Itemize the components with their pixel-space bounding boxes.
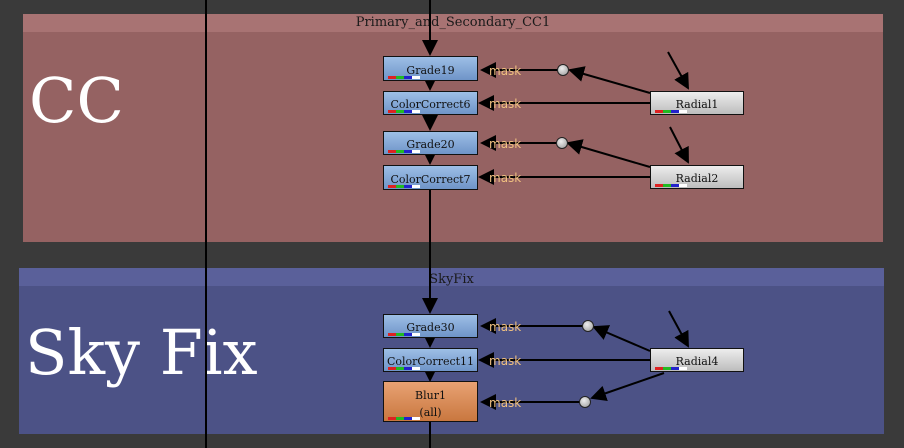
node-label: ColorCorrect6 (390, 98, 471, 111)
node-grade19[interactable]: Grade19 (383, 56, 478, 81)
mask-label: mask (489, 320, 522, 334)
backdrop-cc-big-label: CC (29, 64, 124, 137)
node-sublabel: (all) (419, 406, 442, 419)
backdrop-cc[interactable]: Primary_and_Secondary_CC1 CC (23, 14, 883, 242)
node-label: ColorCorrect11 (386, 355, 475, 368)
node-colorcorrect11[interactable]: ColorCorrect11 (383, 348, 478, 372)
mask-label: mask (489, 171, 522, 185)
mask-label: mask (489, 97, 522, 111)
elbow-dot[interactable] (582, 320, 594, 332)
backdrop-cc-header (23, 14, 883, 32)
backdrop-skyfix-big-label: Sky Fix (25, 316, 258, 389)
node-radial1[interactable]: Radial1 (650, 91, 744, 115)
mask-label: mask (489, 396, 522, 410)
node-label: Grade30 (406, 321, 455, 334)
node-label: Blur1 (415, 389, 446, 402)
backdrop-skyfix-header (19, 268, 884, 286)
node-grade20[interactable]: Grade20 (383, 131, 478, 155)
mask-label: mask (489, 137, 522, 151)
node-label: Radial1 (675, 98, 719, 111)
node-colorcorrect6[interactable]: ColorCorrect6 (383, 91, 478, 115)
node-blur1[interactable]: Blur1 (all) (383, 381, 478, 422)
node-colorcorrect7[interactable]: ColorCorrect7 (383, 165, 478, 190)
mask-label: mask (489, 354, 522, 368)
node-label: Grade20 (406, 138, 455, 151)
node-radial2[interactable]: Radial2 (650, 165, 744, 189)
node-label: Radial2 (675, 172, 719, 185)
elbow-dot[interactable] (556, 137, 568, 149)
backdrop-cc-title: Primary_and_Secondary_CC1 (355, 15, 551, 30)
elbow-dot[interactable] (579, 396, 591, 408)
node-label: Radial4 (675, 355, 719, 368)
node-radial4[interactable]: Radial4 (650, 348, 744, 372)
elbow-dot[interactable] (557, 64, 569, 76)
node-grade30[interactable]: Grade30 (383, 314, 478, 338)
mask-label: mask (489, 64, 522, 78)
node-label: ColorCorrect7 (390, 173, 471, 186)
node-label: Grade19 (406, 64, 455, 77)
backdrop-skyfix-title: SkyFix (429, 272, 474, 287)
